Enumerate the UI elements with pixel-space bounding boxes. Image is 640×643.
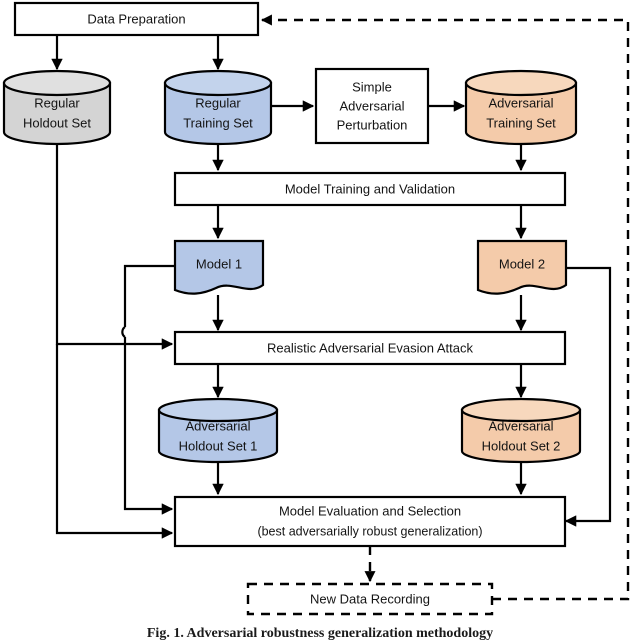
adversarial-training-cylinder-body[interactable] — [464, 81, 578, 146]
new-data-recording-label: New Data Recording — [310, 591, 430, 606]
regular-holdout-label-line1: Regular — [34, 95, 80, 110]
simple-perturbation-label-line2: Adversarial — [339, 98, 404, 113]
node-simple-adversarial-perturbation[interactable]: Simple Adversarial Perturbation — [314, 67, 430, 145]
model-evaluation-label-line1: Model Evaluation and Selection — [279, 503, 461, 518]
edge-model2-side-to-evaluation — [563, 266, 612, 527]
adv-holdout-1-label-line1: Adversarial — [185, 418, 250, 433]
model-evaluation-label-line2: (best adversarially robust generalizatio… — [257, 524, 482, 538]
edge-hop-jumper — [121, 326, 126, 338]
new-data-recording-box[interactable] — [246, 582, 494, 616]
adversarial-training-label-line2: Training Set — [486, 115, 556, 130]
model-training-box[interactable] — [173, 171, 567, 207]
simple-perturbation-box[interactable] — [314, 67, 430, 145]
data-preparation-box[interactable] — [13, 1, 260, 37]
regular-training-cylinder-top — [163, 69, 273, 97]
simple-perturbation-label-line1: Simple — [352, 79, 392, 94]
model-1-document-shape[interactable] — [173, 239, 265, 295]
simple-perturbation-label-line3: Perturbation — [337, 117, 408, 132]
node-model-1[interactable]: Model 1 — [173, 239, 265, 295]
node-data-preparation[interactable]: Data Preparation — [13, 1, 260, 37]
edge-holdout-to-attack — [55, 143, 174, 350]
edge-holdout-to-evaluation — [55, 344, 174, 539]
edge-model1-side-to-evaluation — [123, 264, 175, 509]
regular-holdout-label-line2: Holdout Set — [23, 115, 91, 130]
model-1-label: Model 1 — [196, 256, 242, 271]
adv-holdout-2-label-line1: Adversarial — [488, 418, 553, 433]
data-preparation-label: Data Preparation — [87, 11, 185, 26]
regular-training-label-line2: Training Set — [183, 115, 253, 130]
figure-caption: Fig. 1. Adversarial robustness generaliz… — [146, 626, 494, 641]
model-training-label: Model Training and Validation — [285, 181, 455, 196]
node-regular-training-set[interactable]: Regular Training Set — [163, 69, 273, 146]
node-realistic-adversarial-evasion-attack[interactable]: Realistic Adversarial Evasion Attack — [173, 330, 567, 366]
adv-holdout-2-cylinder-top — [460, 397, 582, 423]
evasion-attack-box[interactable] — [173, 330, 567, 366]
adversarial-training-label-line1: Adversarial — [488, 95, 553, 110]
node-adversarial-holdout-set-2[interactable]: Adversarial Holdout Set 2 — [460, 397, 582, 464]
node-adversarial-holdout-set-1[interactable]: Adversarial Holdout Set 1 — [157, 397, 279, 464]
regular-holdout-cylinder-top — [2, 69, 112, 97]
model-2-label: Model 2 — [499, 256, 545, 271]
adv-holdout-2-label-line2: Holdout Set 2 — [482, 438, 561, 453]
evasion-attack-label: Realistic Adversarial Evasion Attack — [267, 340, 473, 355]
node-model-training-and-validation[interactable]: Model Training and Validation — [173, 171, 567, 207]
regular-training-cylinder-body[interactable] — [163, 81, 273, 146]
regular-training-label-line1: Regular — [195, 95, 241, 110]
adv-holdout-1-cylinder-body[interactable] — [157, 408, 279, 464]
node-regular-holdout-set[interactable]: Regular Holdout Set — [2, 69, 112, 146]
model-evaluation-box[interactable] — [173, 495, 567, 548]
adv-holdout-2-cylinder-body[interactable] — [460, 408, 582, 464]
adv-holdout-1-label-line2: Holdout Set 1 — [179, 438, 258, 453]
node-new-data-recording[interactable]: New Data Recording — [246, 582, 494, 616]
node-adversarial-training-set[interactable]: Adversarial Training Set — [464, 69, 578, 146]
adversarial-training-cylinder-top — [464, 69, 578, 97]
node-model-2[interactable]: Model 2 — [476, 239, 568, 295]
adv-holdout-1-cylinder-top — [157, 397, 279, 423]
node-model-evaluation-and-selection[interactable]: Model Evaluation and Selection (best adv… — [173, 495, 567, 548]
regular-holdout-cylinder-body[interactable] — [2, 81, 112, 146]
model-2-document-shape[interactable] — [476, 239, 568, 295]
edge-newdata-feedback-to-prep — [260, 14, 630, 601]
